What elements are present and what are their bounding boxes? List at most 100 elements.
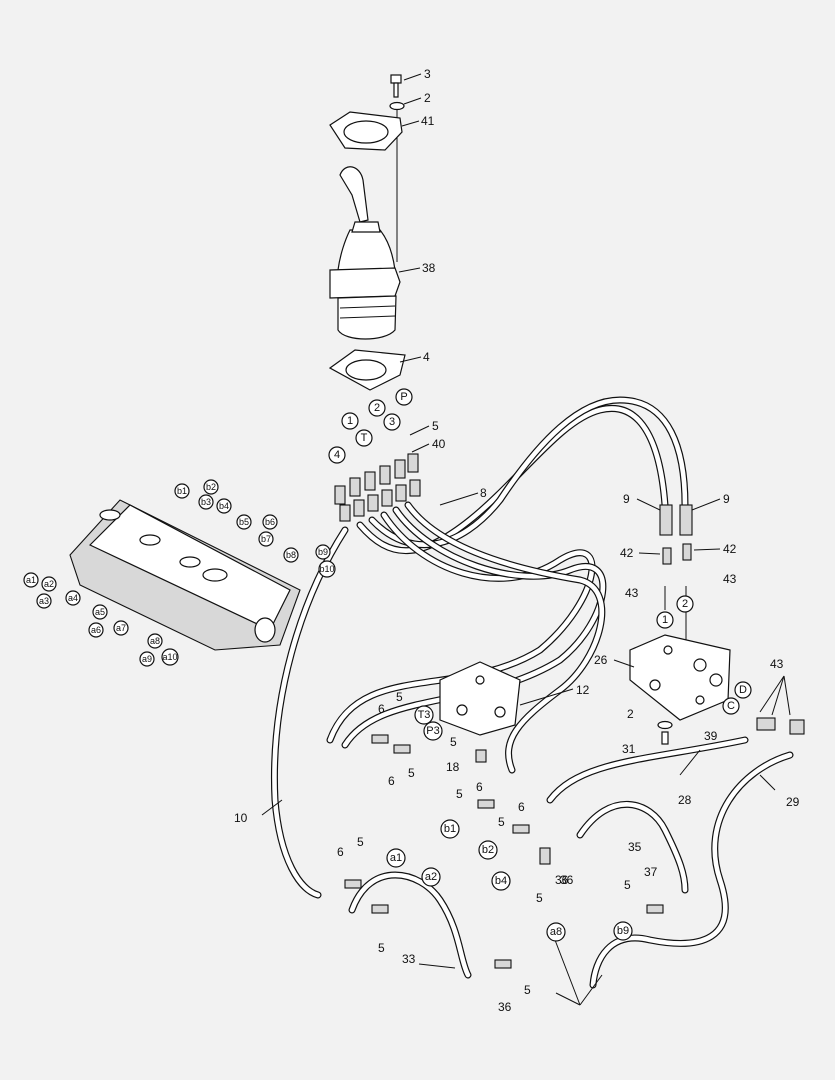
valve-label: a7	[116, 623, 126, 633]
part-label: 6	[518, 800, 525, 814]
part-label: 8	[480, 486, 487, 500]
bolt-31	[657, 720, 673, 745]
joystick-lever	[337, 166, 396, 271]
part-label: 42	[620, 546, 634, 560]
gasket	[328, 349, 406, 391]
part-label: 26	[594, 653, 608, 667]
part-label: 3	[424, 67, 431, 81]
part-label: 36	[560, 873, 574, 887]
part-label: 9	[623, 492, 630, 506]
part-label: 5	[536, 891, 543, 905]
leader-lines	[261, 73, 791, 1006]
port-label: a2	[425, 871, 437, 883]
port-label: 4	[334, 449, 340, 461]
port-label: 2	[682, 598, 688, 610]
valve-label: a10	[162, 652, 177, 662]
valve-label: b9	[318, 547, 328, 557]
port-label: T3	[418, 709, 431, 721]
part-label: 5	[450, 735, 457, 749]
valve-block-26	[629, 634, 731, 721]
part-label: 42	[723, 542, 737, 556]
part-label: 43	[625, 586, 639, 600]
boot	[337, 295, 397, 340]
port-label: b1	[444, 823, 456, 835]
port-label: b4	[495, 875, 507, 887]
port-label: a1	[390, 852, 402, 864]
part-label: 6	[337, 845, 344, 859]
part-label: 2	[424, 91, 431, 105]
valve-label: b3	[201, 497, 211, 507]
port-label: 2	[374, 402, 380, 414]
part-label: 5	[498, 815, 505, 829]
part-number-labels: 3 2 41 38 4 5 40 8 9 9 42 42 43 43 26 43…	[234, 67, 800, 1014]
part-label: 6	[388, 774, 395, 788]
bolt	[390, 74, 402, 98]
port-label: a8	[550, 926, 562, 938]
part-label: 5	[456, 787, 463, 801]
part-label: 18	[446, 760, 460, 774]
part-label: 43	[723, 572, 737, 586]
port-label: b2	[482, 844, 494, 856]
hoses	[270, 396, 794, 989]
valve-label: b1	[177, 486, 187, 496]
port-label: D	[739, 684, 747, 696]
valve-label: a4	[68, 593, 78, 603]
valve-label: a1	[26, 575, 36, 585]
top-plate	[329, 111, 403, 151]
part-label: 5	[378, 941, 385, 955]
valve-label: a9	[142, 654, 152, 664]
hose-fittings	[344, 504, 805, 969]
part-label: 5	[524, 983, 531, 997]
valve-label: b5	[239, 517, 249, 527]
joystick-base-plate	[329, 267, 401, 299]
part-label: 41	[421, 114, 435, 128]
port-label: b9	[617, 925, 629, 937]
valve-label: b2	[206, 482, 216, 492]
part-label: 6	[476, 780, 483, 794]
port-label: P3	[426, 725, 439, 737]
part-label: 35	[628, 840, 642, 854]
valve-label: a3	[39, 596, 49, 606]
valve-label: a5	[95, 607, 105, 617]
part-label: 9	[723, 492, 730, 506]
part-label: 2	[627, 707, 634, 721]
valve-label: a2	[44, 579, 54, 589]
part-label: 39	[704, 729, 718, 743]
part-label: 40	[432, 437, 446, 451]
part-label: 29	[786, 795, 800, 809]
port-label: P	[400, 391, 407, 403]
valve-label: b7	[261, 534, 271, 544]
port-label: 1	[662, 614, 668, 626]
circled-labels: P 1 2 T 3 4 1 2 D C T3 P3 b1 b2 b4 a1 a2…	[328, 388, 752, 942]
part-label: 37	[644, 865, 658, 879]
part-label: 5	[357, 835, 364, 849]
valve-label: b10	[319, 564, 334, 574]
part-label: 5	[396, 690, 403, 704]
valve-label: b4	[219, 501, 229, 511]
valve-label: a6	[91, 625, 101, 635]
part-label: 10	[234, 811, 248, 825]
part-label: 28	[678, 793, 692, 807]
port-label: C	[727, 700, 735, 712]
washer	[389, 101, 405, 111]
valve-block-12	[439, 661, 521, 736]
valve-label: a8	[150, 636, 160, 646]
part-label: 5	[408, 766, 415, 780]
part-label: 4	[423, 350, 430, 364]
part-label: 36	[498, 1000, 512, 1014]
part-label: 12	[576, 683, 590, 697]
part-label: 36	[555, 873, 569, 887]
control-valve	[69, 499, 301, 651]
port-label: 1	[347, 415, 353, 427]
part-label: 38	[422, 261, 436, 275]
part-label: 5	[624, 878, 631, 892]
port-label: T	[361, 432, 368, 444]
valve-label: b8	[286, 550, 296, 560]
part-label: 33	[402, 952, 416, 966]
valve-label: b6	[265, 517, 275, 527]
part-label: 6	[378, 702, 385, 716]
part-label: 5	[432, 419, 439, 433]
joystick-fittings	[334, 453, 421, 522]
